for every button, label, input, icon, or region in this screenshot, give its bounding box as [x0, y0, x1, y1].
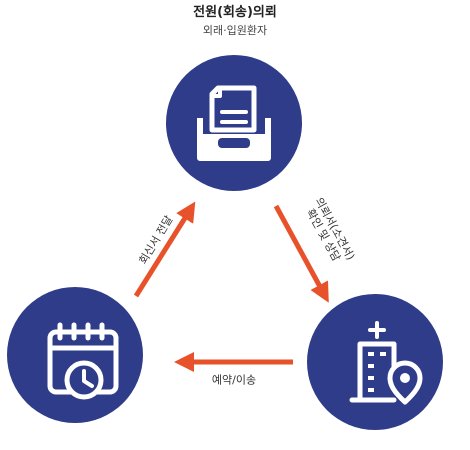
diagram-subtitle: 외래·입원환자 [202, 24, 268, 37]
label-booking-transfer: 예약/이송 [211, 373, 257, 387]
node-appointment-calendar [7, 287, 143, 423]
node-circle [307, 294, 443, 430]
node-hospital [307, 294, 443, 430]
arrow-referral-to-hospital [273, 204, 329, 303]
hospital-location-icon [349, 321, 423, 405]
arrow-calendar-to-referral [133, 201, 196, 298]
inbox-document-icon [197, 85, 271, 161]
node-referral-document [166, 55, 302, 191]
node-circle [7, 287, 143, 423]
calendar-clock-icon [47, 322, 119, 400]
title-block: 전원(회송)의뢰 외래·입원환자 [0, 4, 470, 38]
diagram-title: 전원(회송)의뢰 [193, 5, 277, 20]
